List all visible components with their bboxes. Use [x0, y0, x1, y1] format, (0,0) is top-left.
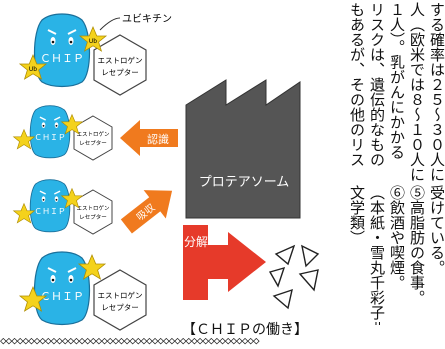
fragment-triangle-icon — [268, 266, 286, 288]
receptor-label-line1: エストロゲン — [76, 130, 110, 138]
receptor-label-line1: エストロゲン — [76, 204, 110, 212]
fragment-triangle-icon — [272, 288, 293, 310]
chip-label: ＣＨＩＰ — [40, 52, 84, 65]
chip-unit-bottom: エストロゲン レセプター ＣＨＩＰ — [19, 251, 147, 331]
chip-unit-top: エストロゲン レセプター ＣＨＩＰ Ub Ub ユビキチン — [19, 13, 172, 96]
recognize-label: 認識 — [147, 132, 169, 146]
fragment-triangle-icon — [298, 269, 319, 292]
ubiquitin-callout-line — [99, 17, 121, 31]
ub-label: Ub — [89, 38, 97, 45]
proteasome-label: プロテアソーム — [199, 175, 290, 190]
absorb-arrow: 吸収 — [120, 190, 173, 234]
article-right-column-1: 受けている。 — [428, 185, 445, 275]
receptor-label-line2: レセプター — [79, 213, 107, 221]
receptor-label-line2: レセプター — [79, 139, 107, 147]
proteasome-factory-icon: プロテアソーム — [185, 79, 301, 219]
decompose-arrow: 分解 — [183, 225, 266, 300]
ubiquitin-star-icon: Ub — [79, 26, 107, 52]
article-right-column-3: ⑥飲酒や喫煙。 — [388, 185, 405, 290]
ubiquitin-star-icon: Ub — [19, 54, 47, 80]
fragment-triangle-icon — [301, 244, 320, 268]
article-column-5: もあるが、その他のリス — [348, 2, 365, 167]
chip-label: ＣＨＩＰ — [34, 133, 66, 142]
chip-label: ＣＨＩＰ — [40, 290, 84, 303]
article-right-column-4: （本紙・雪丸千彩子＝人 — [368, 185, 385, 325]
ub-label: Ub — [29, 66, 37, 73]
receptor-label-line1: エストロゲン — [98, 56, 143, 65]
chip-character-icon: ＣＨＩＰ — [33, 251, 91, 326]
chip-unit-middle-1: エストロゲン レセプター ＣＨＩＰ — [13, 104, 113, 161]
article-column-3: １人）。乳がんにかかる — [388, 2, 405, 160]
receptor-label-line2: レセプター — [101, 68, 139, 77]
chip-character-icon: ＣＨＩＰ — [33, 13, 91, 88]
diagram-title: 【ＣＨＩＰの働き】 — [182, 322, 308, 335]
recognize-arrow: 認識 — [120, 120, 178, 156]
chip-function-diagram: エストロゲン レセプター ＣＨＩＰ Ub Ub ユビキチン エストロゲン レセプ… — [13, 13, 320, 335]
decompose-label-1: 分解 — [184, 235, 208, 249]
protein-fragments — [268, 244, 320, 310]
article-column-1: する確率は２５〜３０人に１ — [428, 2, 445, 182]
article-right-column-5: 文学類） — [348, 185, 365, 245]
article-column-2: 人（欧米では８〜１０人に — [408, 2, 425, 182]
zigzag-divider: ◇◇◇◇◇◇◇◇◇◇◇◇◇◇◇◇◇◇◇◇◇◇◇◇◇◇◇◇◇◇◇◇◇◇◇◇◇◇◇◇… — [0, 334, 260, 347]
chip-label: ＣＨＩＰ — [34, 207, 66, 216]
ubiquitin-callout: ユビキチン — [122, 13, 172, 25]
receptor-label-line2: レセプター — [101, 303, 139, 312]
article-right-column-2: ⑤高脂肪の食事。 — [408, 185, 425, 305]
estrogen-receptor-hexagon-icon — [93, 269, 147, 331]
chip-character-icon: ＣＨＩＰ — [29, 178, 71, 233]
article-column-4: リスクは、遺伝的なもの — [368, 2, 385, 167]
chip-character-icon: ＣＨＩＰ — [29, 104, 71, 159]
estrogen-receptor-hexagon-icon — [93, 34, 147, 96]
receptor-label-line1: エストロゲン — [98, 291, 143, 300]
fragment-triangle-icon — [274, 244, 296, 266]
chip-unit-middle-2: エストロゲン レセプター ＣＨＩＰ — [13, 178, 113, 235]
